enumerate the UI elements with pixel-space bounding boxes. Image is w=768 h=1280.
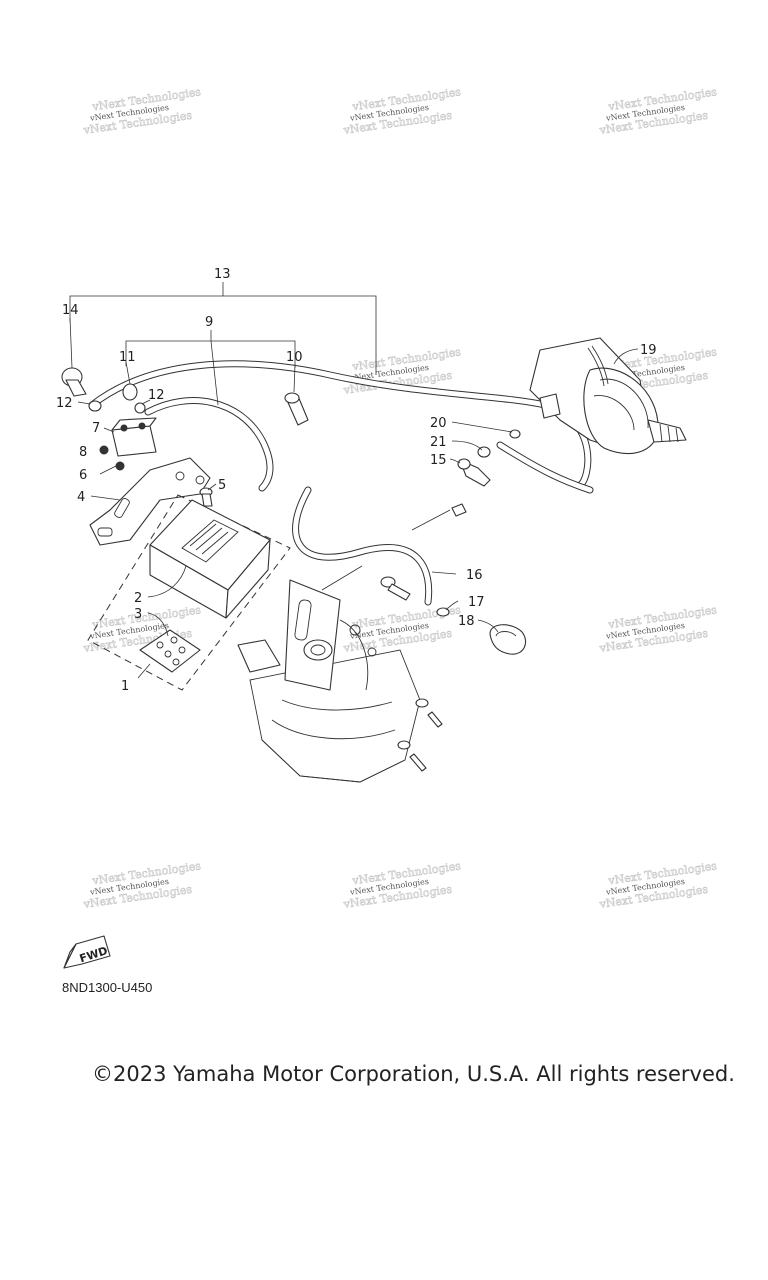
starter-cable-20	[496, 441, 594, 494]
battery-cable-13	[88, 360, 592, 489]
fwd-badge: FWD	[63, 935, 111, 969]
hull-section	[237, 579, 421, 783]
starter-motor-19	[529, 337, 687, 455]
leader-lines	[69, 317, 639, 679]
ground-bolt	[380, 576, 411, 601]
callout-3: 3	[134, 607, 142, 622]
callout-12-right: 12	[148, 388, 165, 403]
watermark: vNext Technologies vNext Technologies vN…	[598, 85, 719, 137]
screw-8	[99, 445, 109, 455]
callout-14: 14	[62, 303, 79, 318]
battery-2	[149, 499, 271, 619]
watermark: vNext Technologies vNext Technologies vN…	[82, 85, 203, 137]
terminal-cap-10	[284, 392, 309, 426]
screw-6	[115, 461, 125, 471]
terminal-cap-14	[61, 367, 87, 397]
callout-8: 8	[79, 445, 87, 460]
watermark: vNext Technologies vNext Technologies vN…	[598, 603, 719, 655]
callout-10: 10	[286, 350, 303, 365]
callout-5: 5	[218, 478, 226, 493]
watermark: vNext Technologies vNext Technologies vN…	[598, 859, 719, 911]
callout-bracket-9	[125, 330, 296, 406]
small-bolt	[451, 503, 467, 517]
watermark: vNext Technologies vNext Technologies vN…	[342, 859, 463, 911]
battery-bracket-4	[89, 457, 211, 546]
bolt-5	[199, 487, 213, 507]
callout-19: 19	[640, 343, 657, 358]
callout-18: 18	[458, 614, 475, 629]
watermark: vNext Technologies vNext Technologies vN…	[342, 85, 463, 137]
callout-17: 17	[468, 595, 485, 610]
battery-cable-9	[144, 397, 274, 492]
diagram-code: 8ND1300-U450	[62, 980, 153, 995]
ground-cable-16	[292, 486, 433, 606]
nut-12-left	[88, 400, 102, 412]
callout-bracket-13	[69, 282, 377, 375]
callout-4: 4	[77, 490, 85, 505]
hull-fasteners	[397, 698, 443, 772]
battery-assembly-box-1	[87, 494, 291, 691]
terminal-cap-11	[122, 383, 138, 401]
starter-relay-7	[111, 417, 157, 457]
callout-20: 20	[430, 416, 447, 431]
callout-11: 11	[119, 350, 136, 365]
callout-2: 2	[134, 591, 142, 606]
watermark: vNext Technologies vNext Technologies vN…	[82, 859, 203, 911]
callout-6: 6	[79, 468, 87, 483]
terminal-cap-15	[457, 458, 491, 487]
callout-labels: 1 2 3 4 5 6 7 8 9 10 11 12 12 13 14 15 1…	[56, 267, 657, 694]
copyright-notice: ©2023 Yamaha Motor Corporation, U.S.A. A…	[92, 1062, 735, 1086]
callout-1: 1	[121, 679, 129, 694]
callout-21: 21	[430, 435, 447, 450]
callout-15: 15	[430, 453, 447, 468]
callout-12-left: 12	[56, 396, 73, 411]
callout-9: 9	[205, 315, 213, 330]
callout-7: 7	[92, 421, 100, 436]
battery-label-3	[139, 629, 201, 673]
callout-13: 13	[214, 267, 231, 282]
nut-12-right	[134, 402, 146, 414]
cable-clip-18	[489, 624, 527, 655]
callout-16: 16	[466, 568, 483, 583]
washer-20	[509, 429, 521, 439]
